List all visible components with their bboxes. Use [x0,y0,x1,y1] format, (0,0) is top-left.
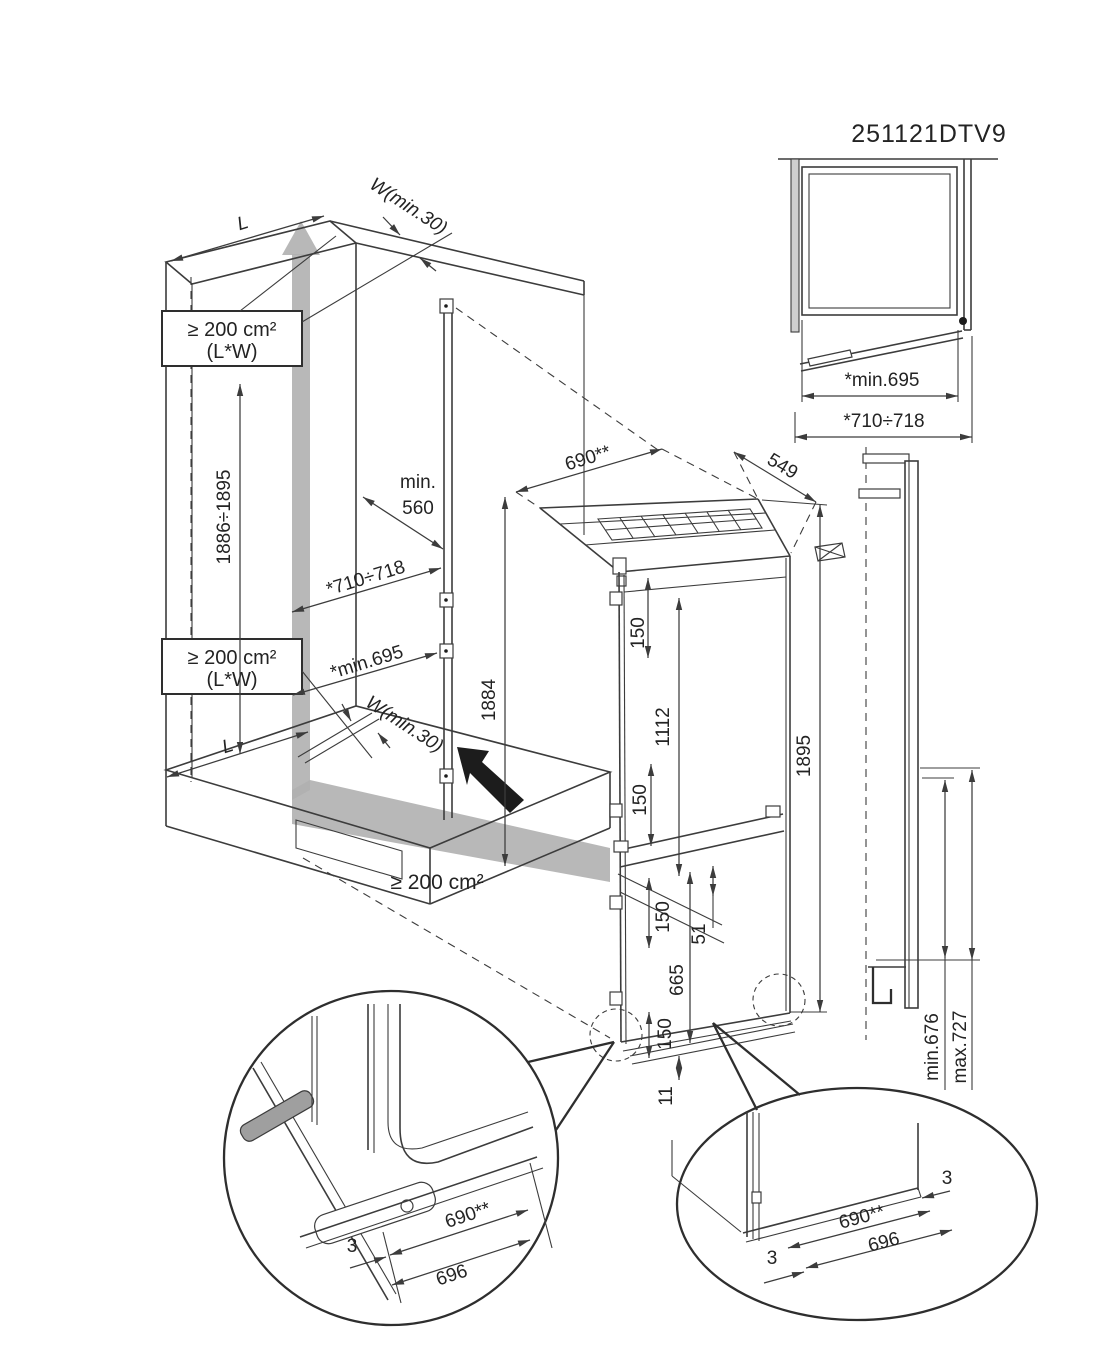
dim-label-549: 549 [763,449,801,483]
dim-label-min560-2: 560 [402,498,434,519]
adjustable-foot [314,1181,436,1245]
detail-bubble-left: 690** 3 696 [222,989,615,1327]
dim-label-51: 51 [689,923,710,944]
detail-reference-circle-right [752,973,806,1027]
dim-label-l-top: L [235,212,251,235]
top-plan-view: *min.695 *710÷718 [778,158,998,443]
detail-bubble-right: 3 690** 696 3 [671,1022,1039,1322]
hinge-marker [609,991,623,1006]
dim-label-w-bottom: W(min.30) [362,692,447,757]
dim-label-3-left: 3 [767,1248,778,1269]
hinge-marker [613,840,629,853]
dim-label-710-718-top: *710÷718 [843,411,924,432]
plinth-vent-opening [295,819,403,880]
dim-label-710-718-iso: *710÷718 [324,557,408,601]
door-panel-section [904,460,919,1009]
vent-area-box-top [161,310,303,367]
hinge-marker [609,591,623,606]
dim-label-11: 11 [656,1086,677,1106]
hinge-marker [609,895,623,910]
dim-label-1112: 1112 [653,707,674,746]
hinge-marker [609,803,623,818]
dim-label-min695-top: *min.695 [845,370,920,391]
dim-label-1895: 1895 [794,735,815,777]
dim-label-150-mid-lower: 150 [653,901,674,933]
insert-direction-arrow [457,747,524,813]
base-rail [742,1187,919,1234]
vent-area-mid-line1: ≥ 200 cm² [188,647,277,669]
dim-label-min695-iso: *min.695 [328,642,406,684]
dim-label-1884: 1884 [479,678,500,721]
dim-label-3-right: 3 [942,1168,953,1189]
vent-area-mid-line2: (L*W) [206,669,257,691]
detail-reference-circle-left [589,1008,643,1062]
appliance-front-view: 690** 549 150 1112 1895 150 150 51 665 1… [515,442,846,1106]
dim-label-w-top: W(min.30) [366,174,451,239]
dim-label-150-bottom: 150 [655,1018,676,1050]
door-hinge-pivot [959,317,967,325]
dim-label-150-mid-upper: 150 [630,784,651,816]
hinge-marker [751,1191,762,1204]
door-handle [807,349,853,367]
dim-label-665: 665 [667,964,688,996]
side-section-view: min.676 max.727 [858,447,980,1090]
appliance-outline [801,166,958,316]
iso-niche-view: ≥ 200 cm² (L*W) ≥ 200 cm² (L*W) L W(min.… [161,174,659,1039]
hinge-marker [612,557,627,575]
model-number: 251121DTV9 [851,120,1006,148]
dim-label-min560-1: min. [400,472,436,493]
dim-label-3-detail-left: 3 [347,1236,358,1257]
vent-area-box-mid [161,638,303,695]
dim-label-max727: max.727 [950,1011,971,1084]
vent-area-floor-label: ≥ 200 cm² [390,871,483,894]
dim-label-niche-height: 1886÷1895 [214,470,235,565]
hinge-marker [765,805,781,818]
detail-circle [222,989,560,1327]
plinth-bracket [871,967,893,1005]
dim-label-150-top: 150 [628,617,649,649]
dim-label-min676: min.676 [922,1013,943,1081]
vent-area-top-line2: (L*W) [206,341,257,363]
top-vent-grille [597,508,763,541]
hinge-marker [439,298,454,784]
cabinet-left-wall [790,158,800,333]
vent-area-top-line1: ≥ 200 cm² [188,319,277,341]
